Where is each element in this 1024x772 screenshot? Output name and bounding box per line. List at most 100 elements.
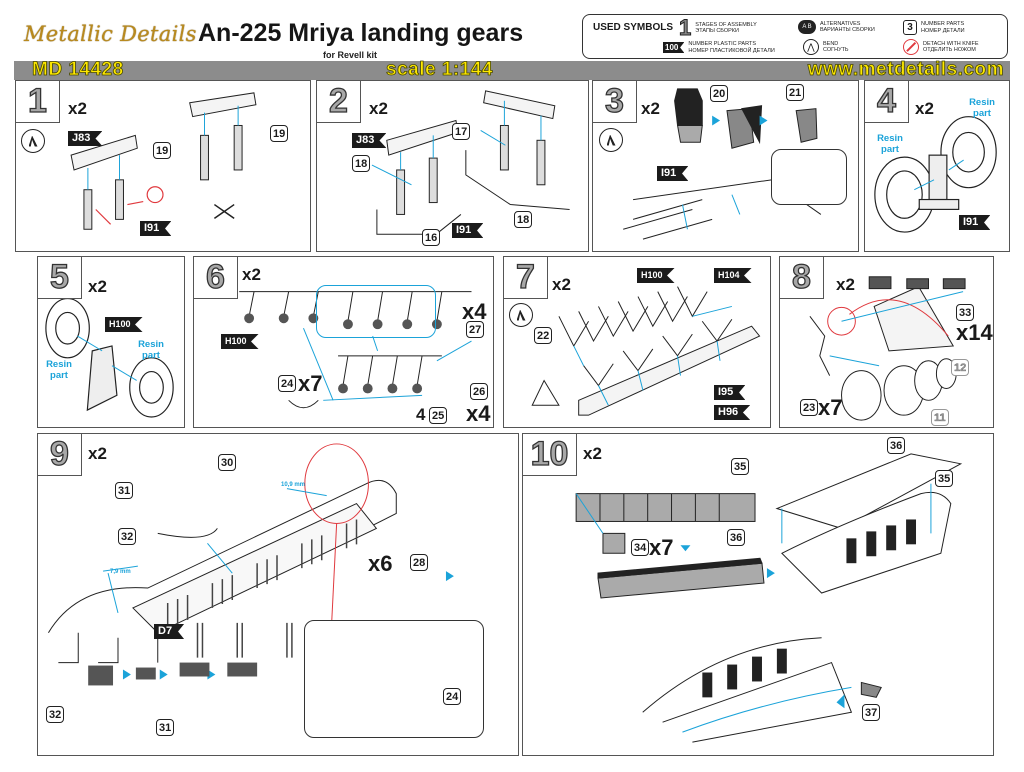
step-1-illustration	[70, 92, 257, 230]
part-number: 30	[218, 454, 237, 471]
step-number: 7	[504, 257, 548, 299]
step-multiplier: x2	[88, 277, 107, 296]
plastic-part-flag: H100	[637, 268, 675, 283]
part-number: 36	[887, 437, 906, 454]
part-number: 22	[534, 327, 553, 344]
brand-logo: Metallic Details	[24, 22, 197, 46]
knife-icon	[903, 39, 919, 55]
website-link[interactable]: www.metdetails.com	[807, 59, 1004, 81]
legend-en: DETACH WITH KNIFE	[923, 40, 979, 47]
step-multiplier: x2	[641, 99, 660, 118]
quantity-label: x7	[818, 395, 843, 420]
legend-title: USED SYMBOLS	[593, 22, 674, 33]
alternatives-icon: A B	[798, 20, 816, 34]
quantity-label: x7	[649, 535, 674, 560]
product-bar: MD 14428 scale 1:144 www.metdetails.com	[14, 59, 1010, 81]
resin-part-label: Resin part	[877, 133, 903, 155]
part-number: 27	[466, 321, 485, 338]
page-subtitle: for Revell kit	[323, 50, 378, 60]
part-number: 33	[956, 304, 975, 321]
step-number: 5	[38, 257, 82, 299]
scale-label: scale 1:144	[386, 59, 493, 81]
part-number: 16	[422, 229, 441, 246]
quantity-label: x6	[368, 551, 393, 576]
part-number: 12	[951, 359, 970, 376]
quantity-label: x4	[462, 299, 487, 324]
step-9-illustration	[48, 443, 456, 686]
legend-en: STAGES OF ASSEMBLY	[695, 21, 757, 28]
detail-inset	[304, 620, 484, 738]
bend-icon: ⋀	[803, 39, 819, 55]
step-5-panel: 5 x2 H100 Resin part Resin part	[37, 256, 185, 428]
legend-ru: ЭТАПЫ СБОРКИ	[695, 28, 739, 34]
part-number: 21	[786, 84, 805, 101]
part-number: 35	[731, 458, 750, 475]
product-code: MD 14428	[32, 59, 124, 81]
stage-number-icon: 1	[678, 15, 692, 40]
step-4-illustration	[874, 116, 997, 233]
step-6-panel: 6 x2 H100 x4 27 24 x7 4 25 26 x4	[193, 256, 494, 428]
part-number: 35	[935, 470, 954, 487]
legend-en: ALTERNATIVES	[820, 20, 861, 27]
part-number: 19	[270, 125, 289, 142]
legend-ru: ОТДЕЛИТЬ НОЖОМ	[923, 47, 976, 53]
bend-icon	[509, 303, 533, 327]
legend-en: BEND	[823, 40, 839, 47]
plastic-part-flag: D7	[154, 624, 185, 639]
step-9-panel: 9 x2 D7 30 31 32 x6 28 32 31 24 10,9 mm …	[37, 433, 519, 756]
part-number-icon: 3	[903, 20, 917, 35]
plastic-part-flag: H96	[714, 405, 751, 420]
step-number: 3	[593, 81, 637, 123]
step-1-panel: 1 x2 J83 I91 19 19	[15, 80, 311, 252]
part-number: 37	[862, 704, 881, 721]
part-number: 20	[710, 85, 729, 102]
plastic-part-flag: I91	[959, 215, 991, 230]
part-number: 23	[800, 399, 819, 416]
step-2-panel: 2 x2 J83 I91 17 18 18 16	[316, 80, 589, 252]
page-title: An-225 Mriya landing gears	[198, 19, 524, 47]
step-8-panel: 8 x2 33 x14 23 x7 12 11	[779, 256, 994, 428]
part-number: 17	[452, 123, 471, 140]
bend-icon	[21, 129, 45, 153]
part-number: 32	[118, 528, 137, 545]
resin-part-label: Resin part	[46, 359, 72, 381]
resin-part-label: Resin part	[138, 339, 164, 361]
part-number: 19	[153, 142, 172, 159]
part-number: 25	[429, 407, 448, 424]
legend-en: NUMBER PARTS	[921, 21, 965, 27]
part-number: 26	[470, 383, 489, 400]
part-number: 18	[514, 211, 533, 228]
resin-part-label: Resin part	[969, 97, 995, 119]
step-multiplier: x2	[583, 444, 602, 463]
quantity-label: x4	[466, 401, 491, 426]
step-multiplier: x2	[88, 444, 107, 463]
bend-icon	[599, 128, 623, 152]
step-6-illustration	[239, 291, 472, 409]
part-number: 11	[931, 409, 949, 426]
step-10-panel: 10 x2 35 36 35 36 34 x7 37	[522, 433, 994, 756]
plastic-part-flag-icon: 100	[663, 42, 685, 53]
part-number: 32	[46, 706, 65, 723]
step-7-illustration	[531, 286, 761, 416]
step-multiplier: x2	[552, 275, 571, 294]
measurement-label: 10,9 mm	[281, 482, 306, 488]
step-4-panel: 4 x2 Resin part Resin part I91	[864, 80, 1010, 252]
legend-ru: ВАРИАНТЫ СБОРКИ	[820, 27, 875, 33]
part-number: 28	[410, 554, 429, 571]
part-number: 18	[352, 155, 371, 172]
part-number: 24	[278, 375, 297, 392]
step-10-illustration	[575, 453, 963, 743]
plastic-part-flag: I95	[714, 385, 746, 400]
part-number: 31	[156, 719, 175, 736]
step-number: 1	[16, 81, 60, 123]
step-multiplier: x2	[242, 265, 261, 284]
step-number: 2	[317, 81, 361, 123]
part-number: 31	[115, 482, 134, 499]
legend-en: NUMBER PLASTIC PARTS	[688, 41, 757, 47]
